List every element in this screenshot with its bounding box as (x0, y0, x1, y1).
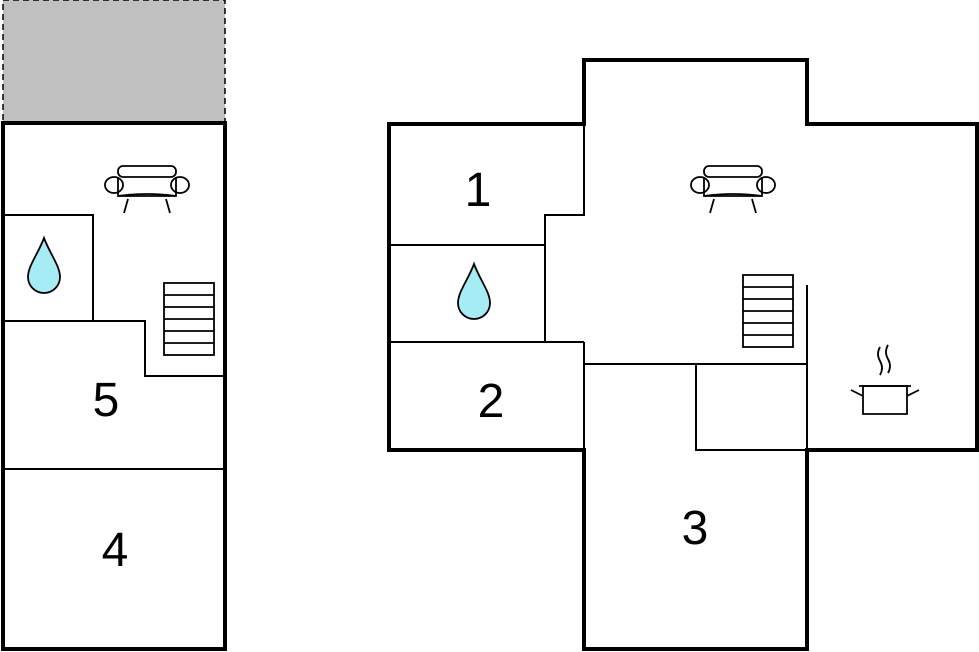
room1-wall (389, 124, 585, 246)
left-floor: 5 4 (1, 0, 227, 651)
room-label-5: 5 (93, 374, 120, 427)
cooking-pot-icon (850, 344, 920, 415)
water-drop-icon (457, 261, 491, 320)
right-outer-wall (387, 58, 979, 651)
room-label-1: 1 (465, 164, 492, 217)
closet-wall (695, 364, 807, 451)
left-outer-wall (1, 121, 227, 651)
left-bathroom-wall (3, 214, 94, 321)
sofa-icon (690, 165, 776, 214)
room-label-2: 2 (478, 375, 505, 428)
water-drop-icon (27, 235, 61, 294)
sofa-icon (104, 165, 190, 214)
room-label-3: 3 (682, 502, 709, 555)
left-room5-wall (3, 320, 225, 377)
stairs-icon (742, 274, 794, 348)
room-label-4: 4 (102, 524, 129, 577)
right-floor: 1 2 3 (387, 58, 979, 651)
stairs-icon (163, 282, 215, 356)
terrace (2, 0, 226, 124)
